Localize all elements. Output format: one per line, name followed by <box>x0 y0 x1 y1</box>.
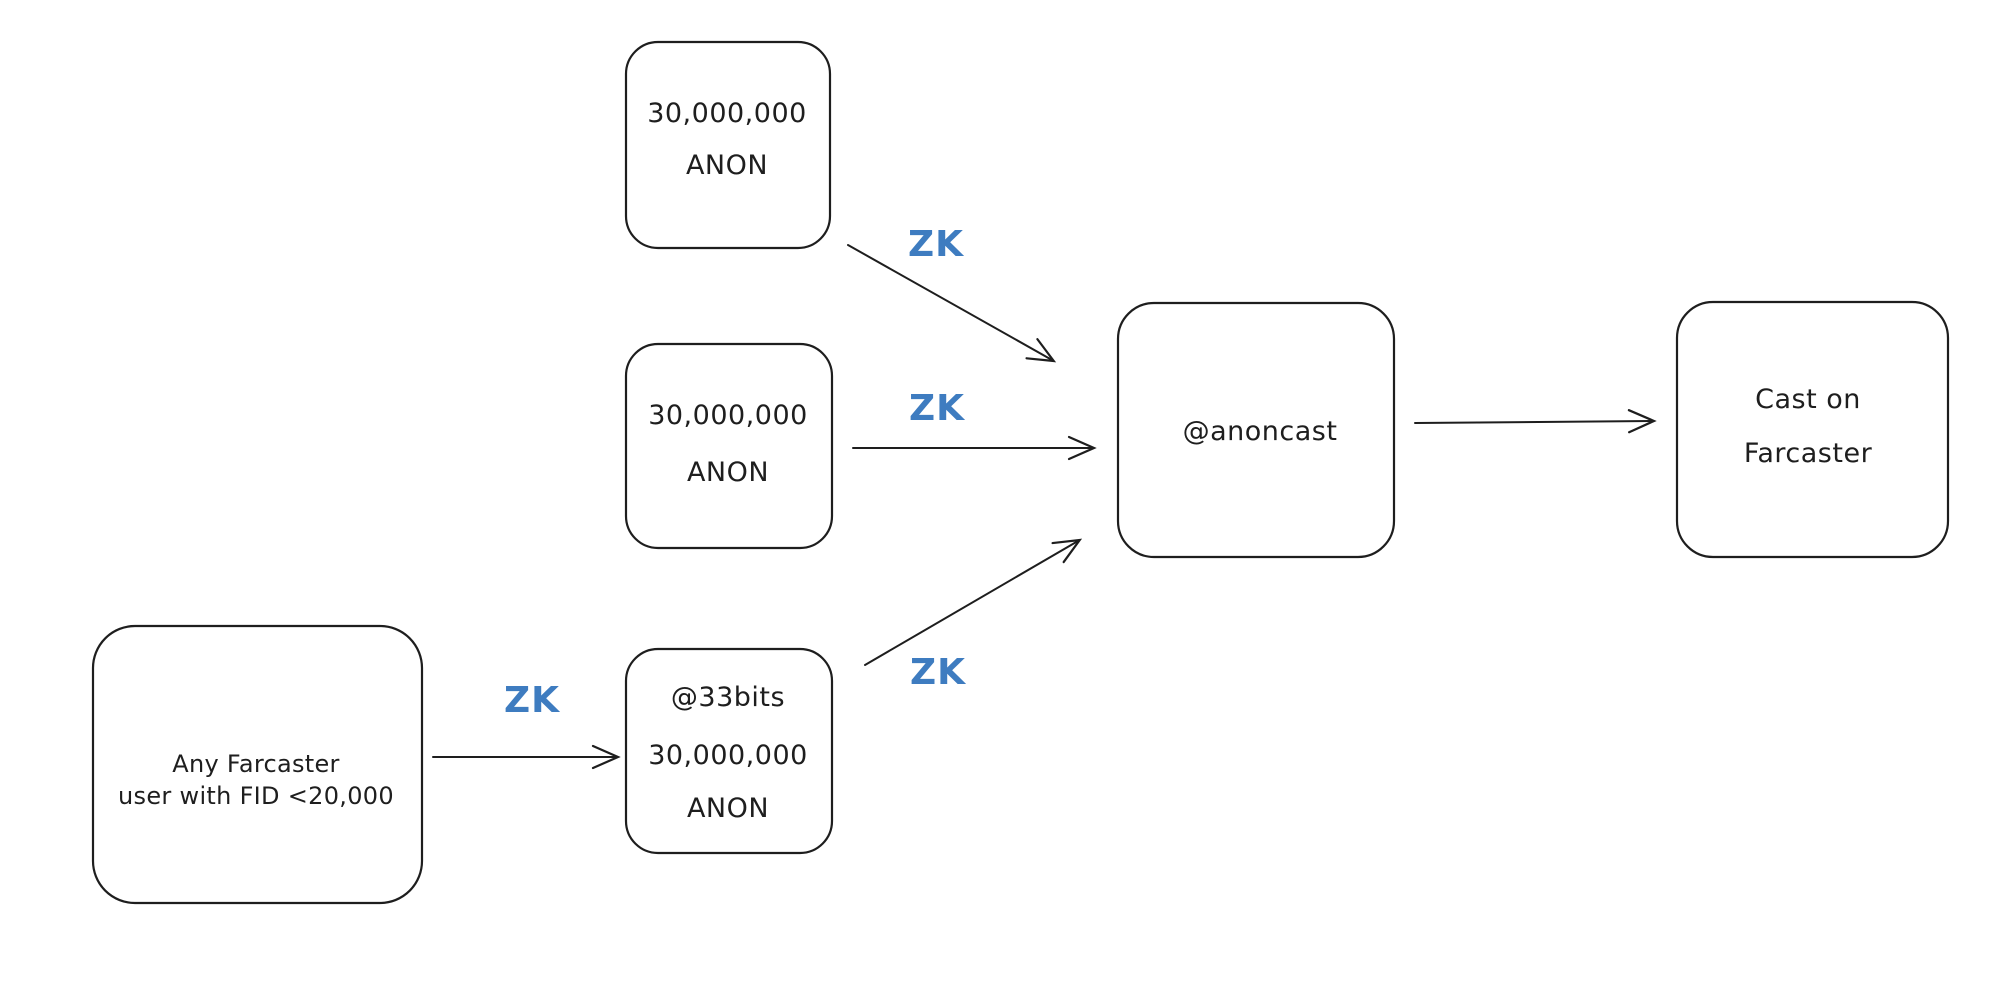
node-anon-supply-middle-amount: 30,000,000 <box>648 400 808 431</box>
arrow-33bits-to-anoncast <box>864 538 1083 666</box>
node-cast-on-farcaster-box <box>1675 300 1950 559</box>
node-33bits-token: ANON <box>687 793 769 824</box>
node-anoncast-account-box <box>1116 301 1396 559</box>
zk-label-top-edge: ZK <box>908 224 964 265</box>
node-anon-supply-middle: 30,000,000 ANON <box>624 342 834 550</box>
node-anon-supply-middle-box <box>624 342 834 550</box>
edges-layer <box>432 244 1657 770</box>
node-33bits-account-box <box>624 647 834 855</box>
node-anoncast-handle: @anoncast <box>1183 416 1338 447</box>
node-cast-on-farcaster: Cast on Farcaster <box>1675 300 1950 559</box>
arrow-anoncast-to-cast-on-farcaster <box>1414 409 1657 434</box>
node-cast-on-farcaster-line1: Cast on <box>1755 384 1861 415</box>
node-farcaster-user: Any Farcaster user with FID <20,000 <box>91 624 424 905</box>
node-33bits-handle: @33bits <box>671 682 785 713</box>
edge-labels-layer: ZK ZK ZK ZK <box>504 224 966 721</box>
node-33bits-account: @33bits 30,000,000 ANON <box>624 647 834 855</box>
node-farcaster-user-line1: Any Farcaster <box>172 750 339 778</box>
node-anon-supply-top-box <box>624 40 832 250</box>
zk-label-middle-edge: ZK <box>909 388 965 429</box>
node-anon-supply-top-token: ANON <box>686 150 768 181</box>
node-anoncast-account: @anoncast <box>1116 301 1396 559</box>
node-anon-supply-top: 30,000,000 ANON <box>624 40 832 250</box>
node-farcaster-user-line2: user with FID <20,000 <box>118 782 394 810</box>
node-farcaster-user-box <box>91 624 424 905</box>
node-anon-supply-middle-token: ANON <box>687 457 769 488</box>
node-33bits-amount: 30,000,000 <box>648 740 808 771</box>
arrow-anon-supply-top-to-anoncast <box>847 244 1057 363</box>
zk-label-33bits-edge: ZK <box>910 652 966 693</box>
node-cast-on-farcaster-line2: Farcaster <box>1744 438 1873 469</box>
zk-label-user-edge: ZK <box>504 680 560 721</box>
node-anon-supply-top-amount: 30,000,000 <box>647 98 807 129</box>
